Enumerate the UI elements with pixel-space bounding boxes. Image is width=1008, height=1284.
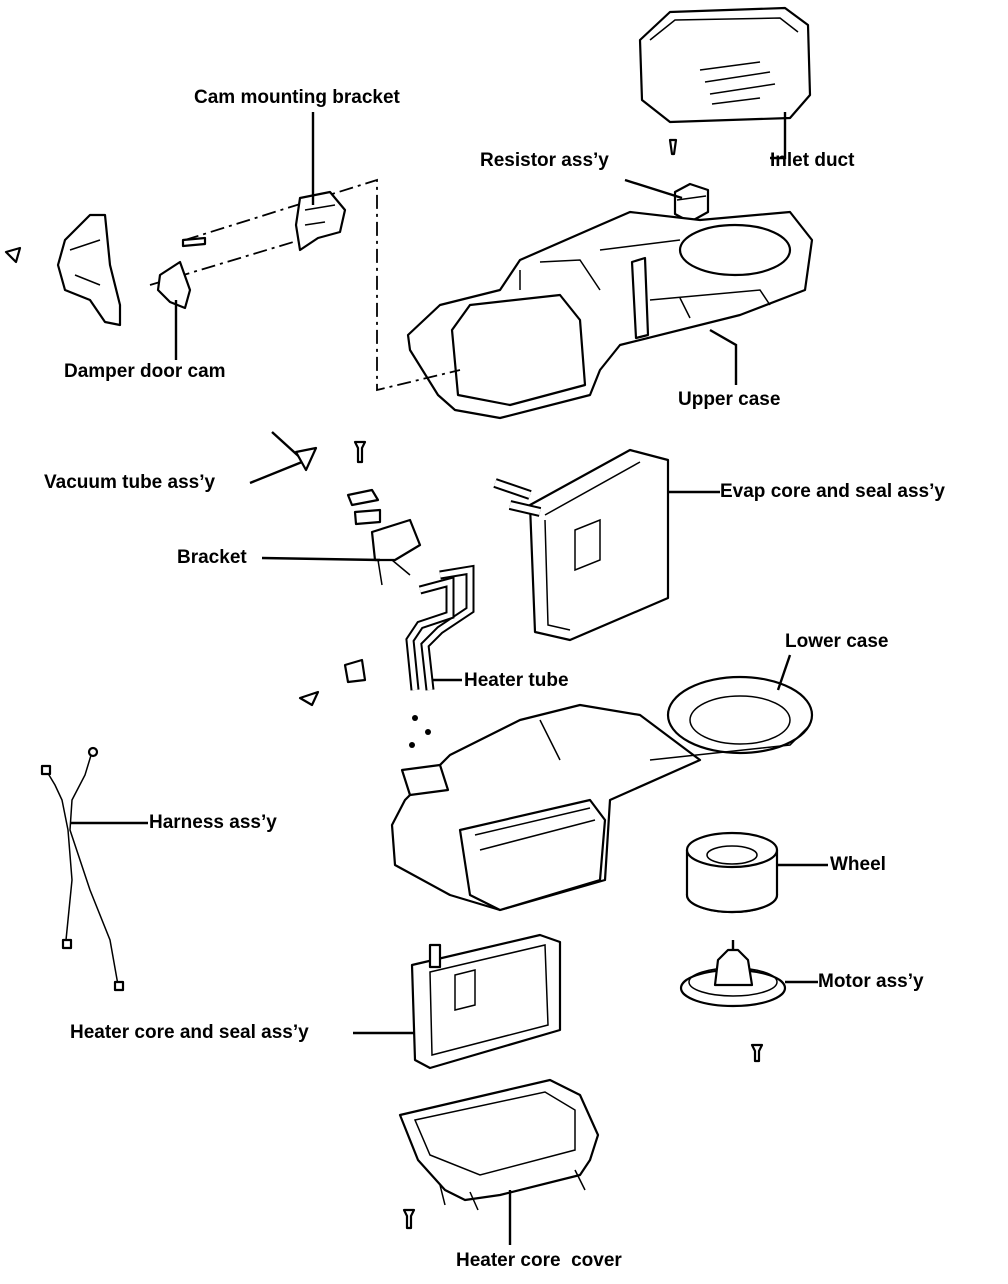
cam-mounting-bracket-part xyxy=(294,190,347,252)
bracket-part xyxy=(346,488,422,586)
wheel-part xyxy=(685,831,779,914)
damper-door-part xyxy=(56,213,122,327)
label-upper-case: Upper case xyxy=(678,389,781,410)
inlet-duct-part xyxy=(638,6,812,124)
screw-left xyxy=(4,246,22,264)
heater-core-part xyxy=(410,933,562,1070)
label-bracket: Bracket xyxy=(177,547,247,568)
label-motor-assy: Motor ass’y xyxy=(818,971,924,992)
resistor-part xyxy=(673,182,710,224)
upper-case-part xyxy=(406,210,814,420)
label-heater-core-cover: Heater core cover xyxy=(456,1250,622,1271)
dot xyxy=(412,715,418,721)
label-lower-case: Lower case xyxy=(785,631,889,652)
vacuum-tube-part xyxy=(271,431,318,472)
screw-vacuum xyxy=(353,440,367,464)
label-heater-tube: Heater tube xyxy=(464,670,569,691)
label-harness-assy: Harness ass’y xyxy=(149,812,277,833)
screw-small xyxy=(298,690,320,707)
heater-tube-part xyxy=(405,564,475,691)
damper-door-cam-part xyxy=(156,260,192,310)
screw-cam xyxy=(181,236,207,248)
clip-small xyxy=(343,658,367,684)
motor-part xyxy=(679,940,787,1008)
alignment-line xyxy=(184,178,461,392)
lower-case-part xyxy=(390,675,814,912)
label-cam-mounting-bracket: Cam mounting bracket xyxy=(194,87,400,108)
label-evap-core: Evap core and seal ass’y xyxy=(720,481,945,502)
leader-lines xyxy=(70,112,828,1245)
label-wheel: Wheel xyxy=(830,854,886,875)
harness-part xyxy=(40,746,125,992)
label-resistor-assy: Resistor ass’y xyxy=(480,150,609,171)
screw-motor xyxy=(750,1043,764,1063)
label-vacuum-tube-assy: Vacuum tube ass’y xyxy=(44,472,216,493)
label-heater-core: Heater core and seal ass’y xyxy=(70,1022,309,1043)
label-inlet-duct: Inlet duct xyxy=(770,150,855,171)
heater-core-cover-part xyxy=(398,1078,600,1211)
screw-cover xyxy=(402,1208,416,1230)
label-damper-door-cam: Damper door cam xyxy=(64,361,226,382)
screw-inlet xyxy=(668,138,678,156)
evap-core-part xyxy=(493,448,670,642)
